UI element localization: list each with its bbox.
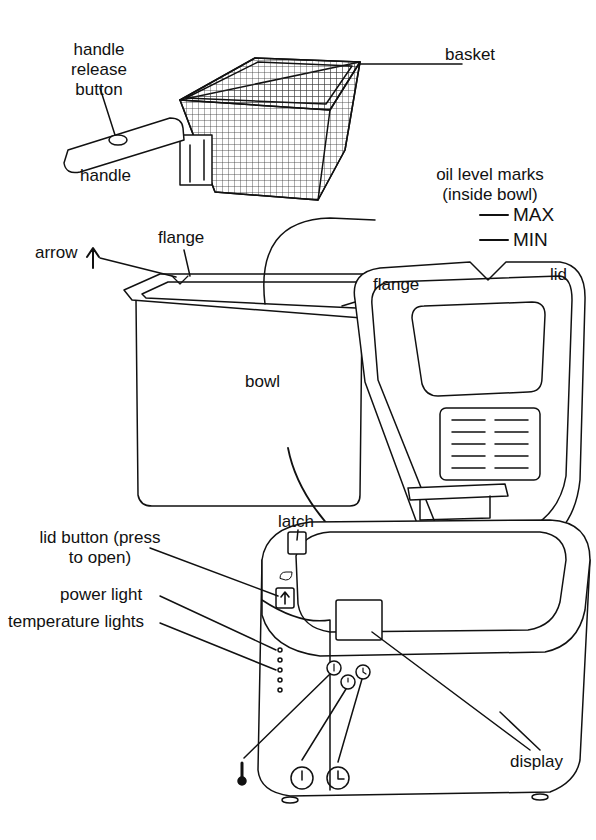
part-label: power light <box>60 585 142 605</box>
leader-line <box>372 632 540 750</box>
oil-level-marks <box>480 215 508 240</box>
fryer-base-drawing <box>258 520 590 803</box>
part-label: lid <box>550 265 567 285</box>
part-label: MIN <box>513 230 548 250</box>
leader-line <box>150 548 278 596</box>
arrow-symbol <box>87 248 99 268</box>
leader-line <box>244 674 362 762</box>
part-label: flange <box>373 275 419 295</box>
leader-line <box>100 258 176 277</box>
lid-drawing <box>354 262 585 561</box>
leader-line <box>160 596 276 650</box>
part-label: latch <box>278 512 314 532</box>
part-label: bowl <box>245 372 280 392</box>
part-label: basket <box>445 45 495 65</box>
part-label: lid button (press to open) <box>35 528 165 568</box>
bowl-drawing <box>124 274 392 506</box>
part-label: handle <box>80 166 131 186</box>
handle-drawing <box>64 118 184 173</box>
part-label: oil level marks (inside bowl) <box>425 165 555 205</box>
power-symbol <box>291 767 313 789</box>
part-label: handle release button <box>59 40 139 100</box>
timer-symbol <box>327 767 349 789</box>
leader-line <box>184 250 190 276</box>
leader-line <box>160 623 276 670</box>
basket-drawing <box>180 58 360 200</box>
part-label: temperature lights <box>8 612 144 632</box>
part-label: arrow <box>35 243 78 263</box>
part-label: MAX <box>513 205 554 225</box>
thermometer-symbol <box>238 763 246 785</box>
leader-line <box>297 530 298 540</box>
part-label: flange <box>158 228 204 248</box>
part-label: display <box>510 752 563 772</box>
